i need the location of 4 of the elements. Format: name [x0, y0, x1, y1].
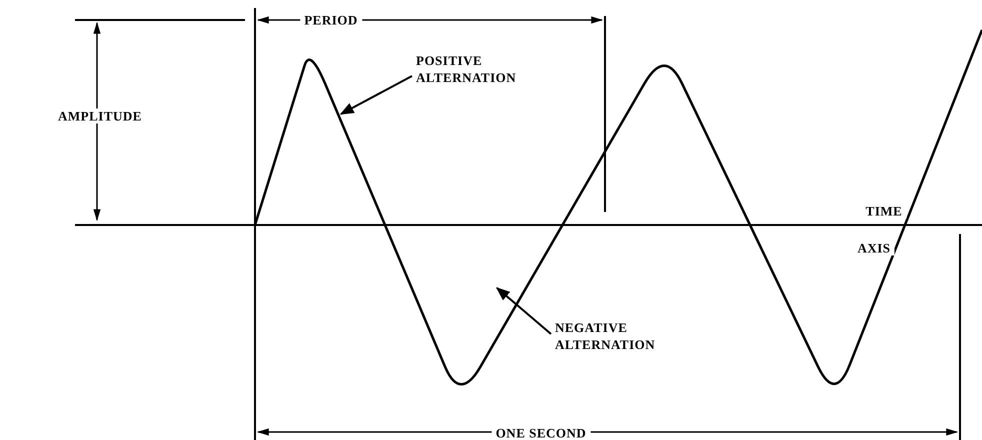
leader-line	[496, 287, 552, 335]
dimension-label: PERIOD	[300, 12, 362, 28]
leader-line	[340, 75, 412, 115]
dimension-label: ONE SECOND	[492, 426, 590, 440]
